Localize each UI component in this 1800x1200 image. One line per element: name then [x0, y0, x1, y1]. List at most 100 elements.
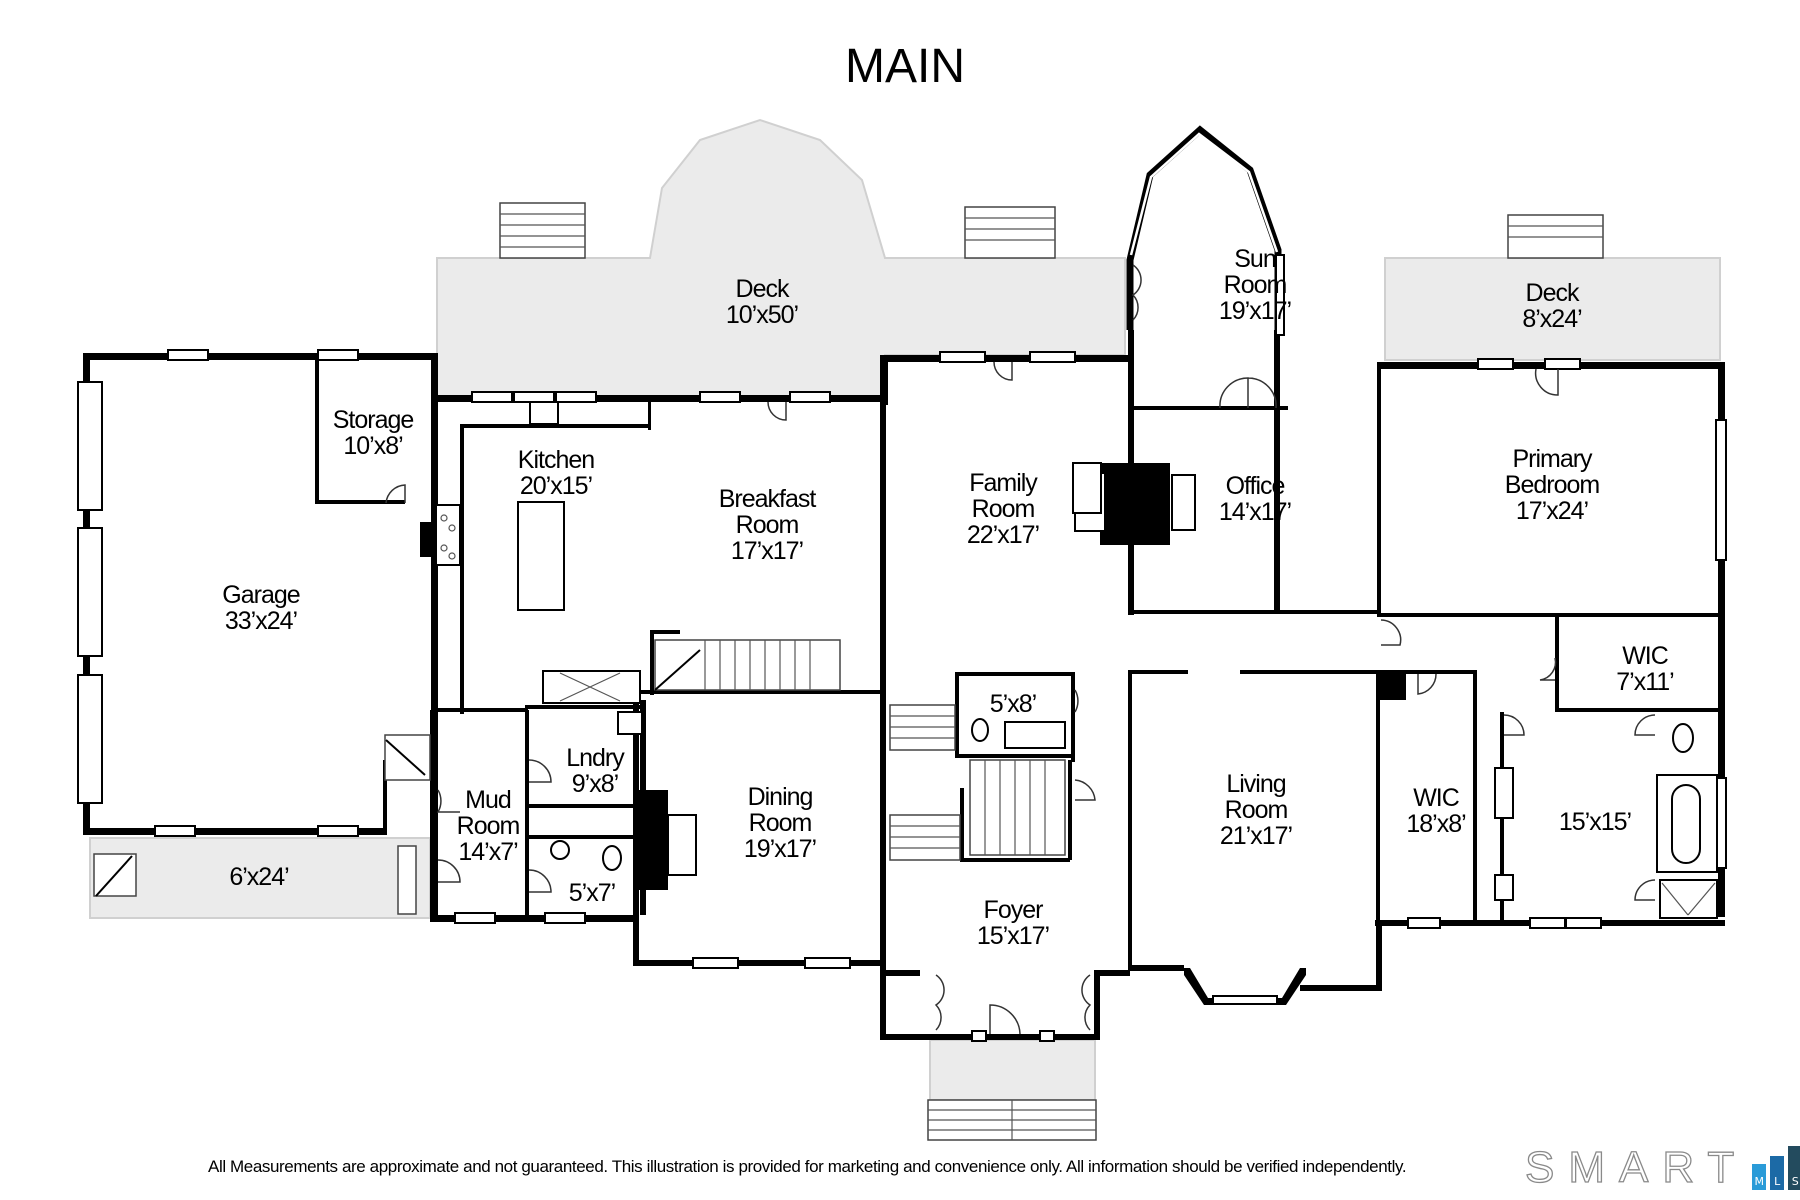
svg-text:Foyer: Foyer	[984, 896, 1044, 924]
svg-text:9’x8’: 9’x8’	[572, 770, 618, 798]
svg-text:33’x24’: 33’x24’	[225, 607, 297, 635]
svg-text:Mud: Mud	[465, 786, 511, 814]
room-garage: Garage 33’x24’	[222, 581, 300, 635]
svg-text:Room: Room	[457, 812, 520, 840]
svg-text:19’x17’: 19’x17’	[1219, 297, 1291, 325]
svg-text:Room: Room	[736, 511, 799, 539]
vanity-icon	[1004, 721, 1066, 749]
svg-text:15’x17’: 15’x17’	[977, 922, 1049, 950]
room-kitchen: Kitchen 20’x15’	[518, 446, 595, 500]
svg-text:Room: Room	[972, 495, 1035, 523]
svg-text:10’x50’: 10’x50’	[726, 301, 798, 329]
room-rear-deck: Deck 10’x50’	[726, 275, 799, 329]
svg-text:Room: Room	[1224, 271, 1287, 299]
toilet-icon	[971, 718, 989, 742]
svg-text:7’x11’: 7’x11’	[1616, 668, 1673, 696]
logo-bar-l: L	[1770, 1156, 1785, 1190]
room-wic-large: WIC 18’x8’	[1406, 784, 1466, 838]
room-mud: Mud Room 14’x7’	[457, 786, 521, 866]
logo-bar-s: S	[1788, 1146, 1800, 1190]
room-half-bath: 5’x7’	[569, 879, 616, 907]
room-right-deck: Deck 8’x24’	[1522, 279, 1582, 333]
svg-text:Deck: Deck	[1526, 279, 1580, 307]
svg-text:14’x7’: 14’x7’	[458, 838, 517, 866]
laundry-sink-icon	[617, 711, 643, 735]
svg-text:10’x8’: 10’x8’	[343, 432, 402, 460]
vanity-sink-icon	[1494, 874, 1514, 901]
room-primary-bedroom: Primary Bedroom 17’x24’	[1505, 445, 1601, 525]
room-powder: 5’x8’	[990, 690, 1037, 718]
hearth	[1171, 474, 1196, 531]
bathtub-icon	[1671, 784, 1701, 864]
svg-text:Room: Room	[749, 809, 812, 837]
logo-bar-m: M	[1752, 1164, 1767, 1190]
svg-text:Living: Living	[1226, 770, 1285, 798]
svg-text:17’x17’: 17’x17’	[731, 537, 803, 565]
svg-text:5’x8’: 5’x8’	[990, 690, 1036, 718]
room-labels: Deck 10’x50’ Sun Room 19’x17’ Deck 8’x24…	[222, 245, 1674, 950]
hearth	[1072, 462, 1102, 514]
front-stoop	[929, 1039, 1096, 1101]
svg-text:WIC: WIC	[1622, 642, 1669, 670]
svg-text:15’x15’: 15’x15’	[1559, 808, 1631, 836]
right-deck	[1384, 257, 1721, 361]
room-storage: Storage 10’x8’	[333, 406, 415, 460]
svg-text:Lndry: Lndry	[566, 744, 625, 772]
svg-text:14’x17’: 14’x17’	[1219, 498, 1291, 526]
svg-text:Office: Office	[1226, 472, 1285, 500]
svg-text:20’x15’: 20’x15’	[520, 472, 592, 500]
porch-stairs	[93, 853, 137, 897]
svg-text:Storage: Storage	[333, 406, 414, 434]
svg-text:Sun: Sun	[1234, 245, 1276, 273]
room-dining: Dining Room 19’x17’	[744, 783, 817, 863]
room-laundry: Lndry 9’x8’	[566, 744, 626, 798]
room-breakfast: Breakfast Room 17’x17’	[719, 485, 818, 565]
walls	[83, 330, 1725, 1040]
interior-stairs	[384, 639, 1066, 861]
sink-icon	[550, 840, 570, 860]
floor-title: MAIN	[845, 40, 965, 93]
svg-text:6’x24’: 6’x24’	[229, 863, 288, 891]
cooktop-icon	[435, 504, 461, 566]
svg-text:Kitchen: Kitchen	[518, 446, 594, 474]
svg-text:18’x8’: 18’x8’	[1406, 810, 1465, 838]
logo-wordmark: SMART	[1524, 1143, 1749, 1192]
vanity-sink-icon	[1494, 767, 1514, 819]
deck-stairs-left	[499, 202, 586, 259]
svg-text:19’x17’: 19’x17’	[744, 835, 816, 863]
svg-text:22’x17’: 22’x17’	[967, 521, 1039, 549]
toilet-icon	[602, 845, 622, 871]
svg-text:Bedroom: Bedroom	[1505, 471, 1600, 499]
svg-text:Family: Family	[969, 469, 1038, 497]
shower-icon	[1659, 879, 1718, 919]
toilet-icon	[1672, 723, 1694, 753]
svg-text:Garage: Garage	[222, 581, 299, 609]
svg-text:Primary: Primary	[1512, 445, 1593, 473]
svg-text:Deck: Deck	[736, 275, 790, 303]
deck-stairs-right	[1507, 214, 1604, 259]
kitchen-sink-icon	[529, 401, 559, 425]
sun-room-bay-wall	[1126, 125, 1282, 330]
mudroom-steps	[397, 845, 417, 915]
front-steps	[927, 1099, 1097, 1141]
fixtures	[435, 401, 1718, 919]
room-primary-bath: 15’x15’	[1559, 808, 1632, 836]
hearth	[667, 814, 697, 876]
svg-text:17’x24’: 17’x24’	[1516, 497, 1588, 525]
pantry-box	[542, 670, 641, 704]
deck-stairs-middle	[964, 206, 1056, 259]
room-family: Family Room 22’x17’	[967, 469, 1040, 549]
svg-text:Dining: Dining	[748, 783, 813, 811]
room-office: Office 14’x17’	[1219, 472, 1292, 526]
room-living: Living Room 21’x17’	[1220, 770, 1293, 850]
disclaimer-text: All Measurements are approximate and not…	[208, 1157, 1407, 1176]
svg-text:21’x17’: 21’x17’	[1220, 822, 1292, 850]
svg-text:5’x7’: 5’x7’	[569, 879, 615, 907]
smart-mls-logo: SMART M L S	[1524, 1140, 1800, 1192]
svg-text:8’x24’: 8’x24’	[1522, 305, 1581, 333]
room-wic-small: WIC 7’x11’	[1616, 642, 1674, 696]
doors	[385, 264, 1656, 1035]
room-side-porch: 6’x24’	[229, 863, 289, 891]
svg-text:Breakfast: Breakfast	[719, 485, 817, 513]
